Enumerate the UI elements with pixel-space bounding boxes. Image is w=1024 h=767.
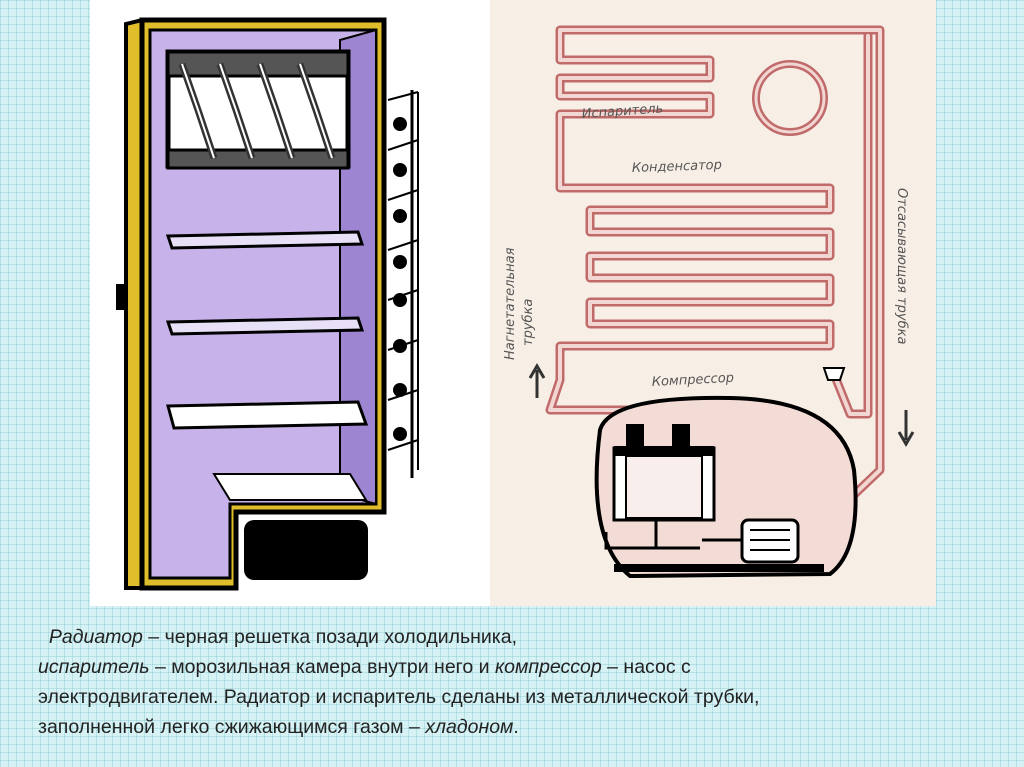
caption-line-3: электродвигателем. Радиатор и испаритель…	[38, 686, 760, 708]
caption-line-2: испаритель – морозильная камера внутри н…	[38, 656, 691, 678]
door-handle	[116, 284, 128, 310]
arrow-down-icon	[897, 410, 915, 447]
refrigeration-circuit-diagram: Испаритель Конденсатор Компрессор Нагнет…	[490, 0, 936, 606]
caption-line-4: заполненной легко сжижающимся газом – хл…	[38, 716, 519, 738]
label-condenser: Конденсатор	[632, 158, 723, 176]
cabinet-step	[212, 473, 368, 501]
compressor-housing	[594, 395, 858, 579]
term-evaporator: испаритель	[38, 656, 150, 678]
arrow-up-icon	[528, 363, 546, 398]
refrigerator-illustration	[116, 17, 419, 591]
term-radiator: Радиатор	[48, 626, 143, 648]
shelf	[165, 316, 365, 336]
shelf	[165, 230, 365, 250]
caption: Радиатор – черная решетка позади холодил…	[38, 622, 998, 742]
suction-valve	[822, 367, 846, 381]
term-freon: хладоном	[425, 716, 514, 738]
radiator-grille	[387, 90, 419, 478]
label-evaporator: Испаритель	[581, 101, 663, 122]
label-suction-tube: Отсасывающая трубка	[894, 188, 909, 344]
label-discharge-tube: Нагнетательная	[503, 247, 518, 360]
term-compressor: компрессор	[494, 656, 602, 678]
label-discharge-tube-2: трубка	[521, 299, 536, 346]
caption-line-1: Радиатор – черная решетка позади холодил…	[48, 626, 518, 648]
compressor-block	[244, 520, 368, 580]
label-compressor: Компрессор	[651, 371, 734, 390]
shelf	[166, 400, 369, 430]
figure-panel: Испаритель Конденсатор Компрессор Нагнет…	[90, 0, 936, 606]
freezer-compartment	[165, 49, 351, 170]
